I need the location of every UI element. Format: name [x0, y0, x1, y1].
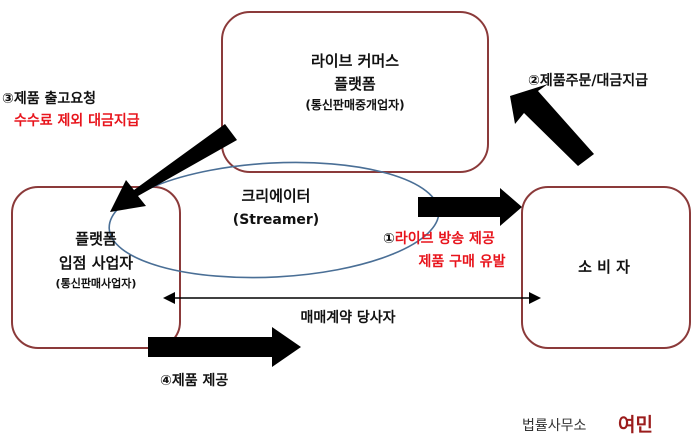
consumer-box	[521, 186, 691, 349]
platform-box	[221, 11, 489, 173]
arrow-step2	[510, 84, 594, 166]
step1-line2: 제품 구매 유발	[418, 253, 505, 270]
step1-number: ①	[383, 231, 395, 247]
step2-label: ②제품주문/대금지급	[528, 73, 648, 89]
step3-line1: ③제품 출고요청	[2, 90, 96, 107]
consumer-label: 소 비 자	[578, 258, 630, 276]
watermark-name: 여민	[618, 414, 653, 436]
step1-line1: 라이브 방송 제공	[395, 230, 495, 247]
seller-box	[11, 186, 181, 349]
creator-title: 크리에이터	[241, 187, 310, 205]
platform-role: (통신판매중개업자)	[305, 97, 404, 112]
arrow-step4	[148, 327, 301, 367]
arrow-step3	[110, 124, 237, 212]
creator-subtitle: (Streamer)	[233, 212, 319, 228]
platform-subtitle: 플랫폼	[334, 75, 376, 93]
seller-title: 플랫폼	[75, 230, 117, 248]
platform-title: 라이브 커머스	[311, 52, 399, 70]
watermark-prefix: 법률사무소	[522, 418, 587, 434]
seller-role: (통신판매사업자)	[56, 276, 137, 290]
step3-line2: 수수료 제외 대금지급	[14, 112, 140, 129]
arrow-step1	[418, 188, 522, 226]
seller-subtitle: 입점 사업자	[59, 254, 133, 272]
step1-label: ①라이브 방송 제공	[383, 230, 495, 247]
contract-label: 매매계약 당사자	[300, 309, 395, 326]
step4-label: ④제품 제공	[160, 373, 228, 389]
